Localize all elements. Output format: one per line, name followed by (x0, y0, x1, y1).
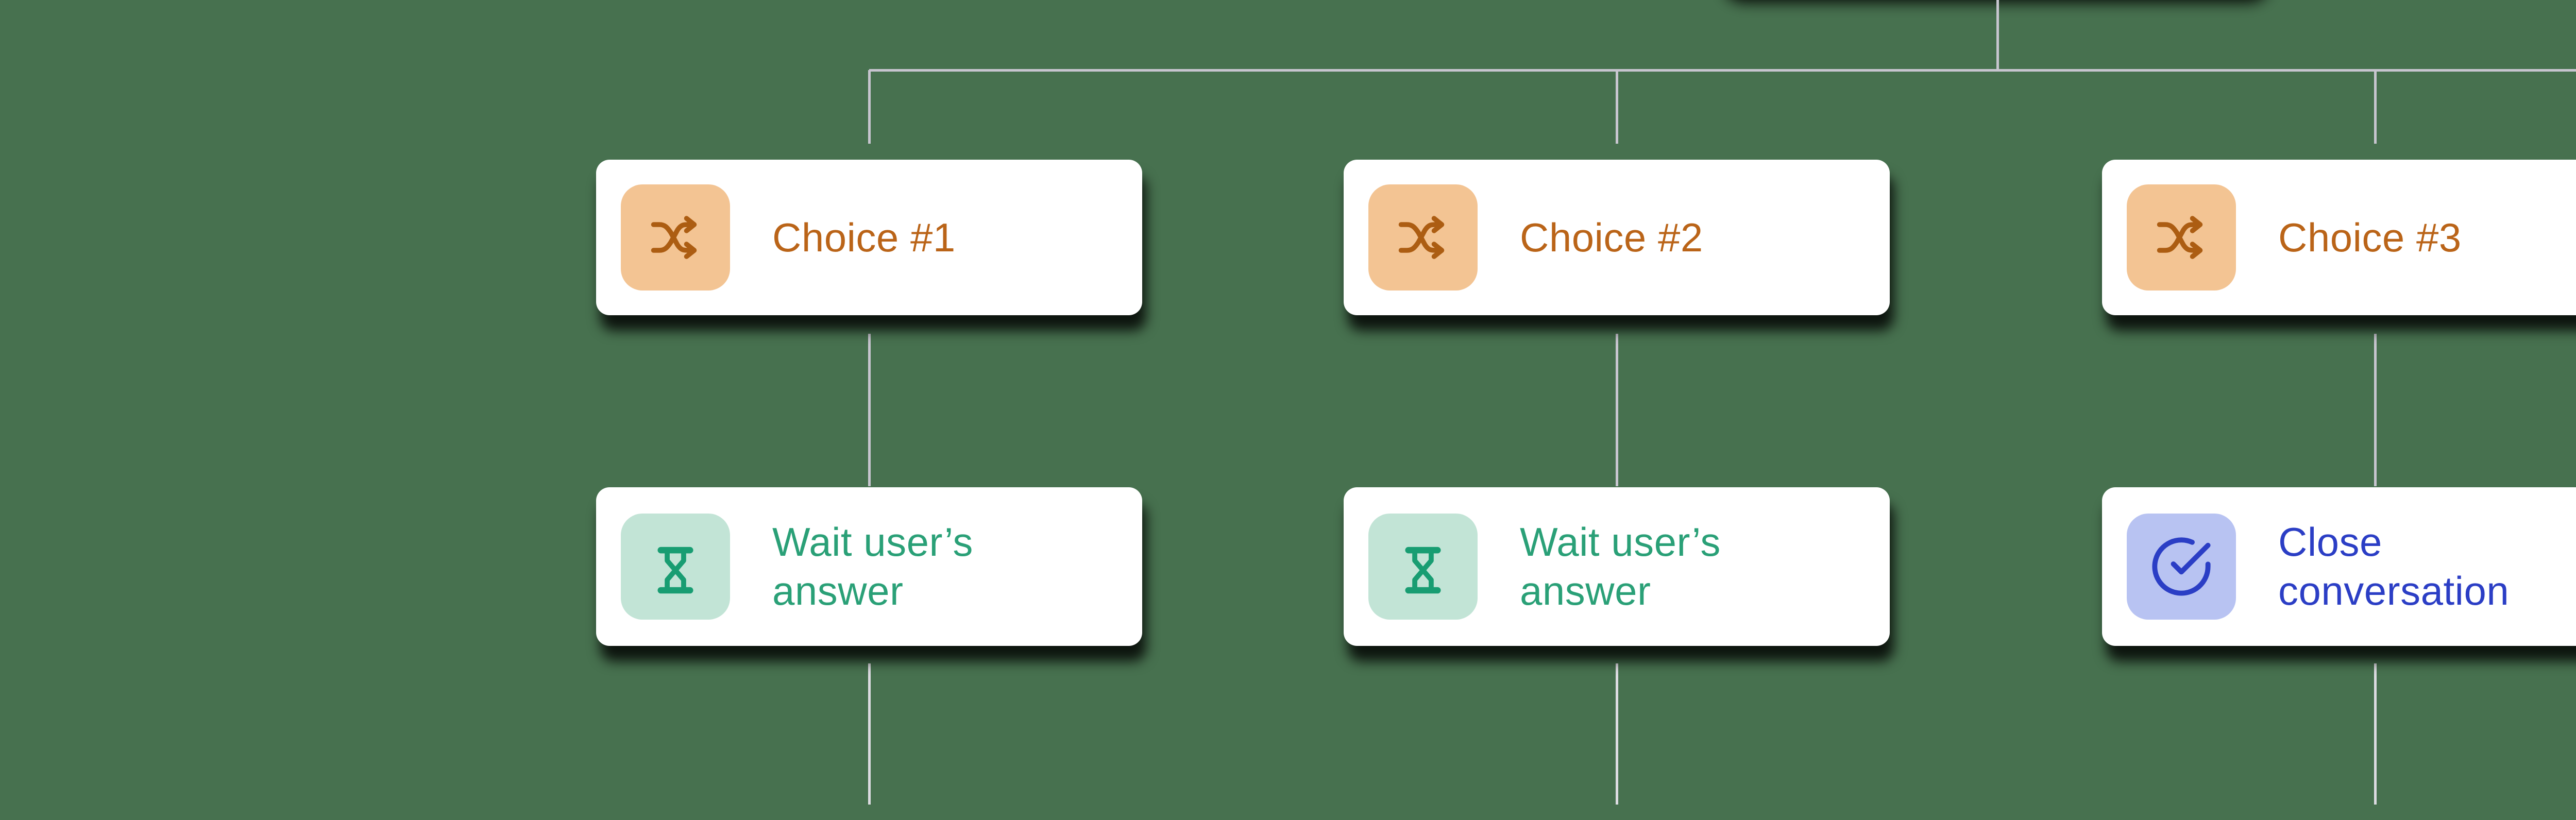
shuffle-icon (2127, 184, 2236, 291)
node-choice-2[interactable]: Choice #2 (1344, 160, 1890, 315)
shuffle-icon (1368, 184, 1478, 291)
hourglass-icon (621, 514, 730, 620)
shuffle-icon (621, 184, 730, 291)
node-label: Close conversation (2278, 519, 2510, 613)
node-wait-users-answer-2[interactable]: Wait user’s answer (1344, 487, 1890, 646)
node-label: Choice #2 (1520, 214, 1703, 260)
connector-parent-riser (1996, 0, 1999, 69)
connector-tail-3 (2374, 663, 2377, 805)
connector-mid-3 (2374, 334, 2377, 486)
node-label: Choice #1 (772, 214, 956, 260)
connector-tail-1 (868, 663, 871, 805)
connector-drop-3 (2374, 70, 2377, 144)
connector-mid-1 (868, 334, 871, 486)
node-choice-3[interactable]: Choice #3 (2102, 160, 2576, 315)
node-wait-users-answer-1[interactable]: Wait user’s answer (596, 487, 1142, 646)
node-close-conversation[interactable]: Close conversation (2102, 487, 2576, 646)
connector-drop-1 (868, 70, 871, 144)
connector-tail-2 (1616, 663, 1618, 805)
node-choice-1[interactable]: Choice #1 (596, 160, 1142, 315)
node-label: Wait user’s answer (1520, 519, 1721, 613)
connector-mid-2 (1616, 334, 1618, 486)
connector-drop-2 (1616, 70, 1618, 144)
node-label: Wait user’s answer (772, 519, 973, 613)
hourglass-icon (1368, 514, 1478, 620)
node-label: Choice #3 (2278, 214, 2462, 260)
connector-trunk (869, 69, 2576, 72)
check-circle-icon (2127, 514, 2236, 620)
